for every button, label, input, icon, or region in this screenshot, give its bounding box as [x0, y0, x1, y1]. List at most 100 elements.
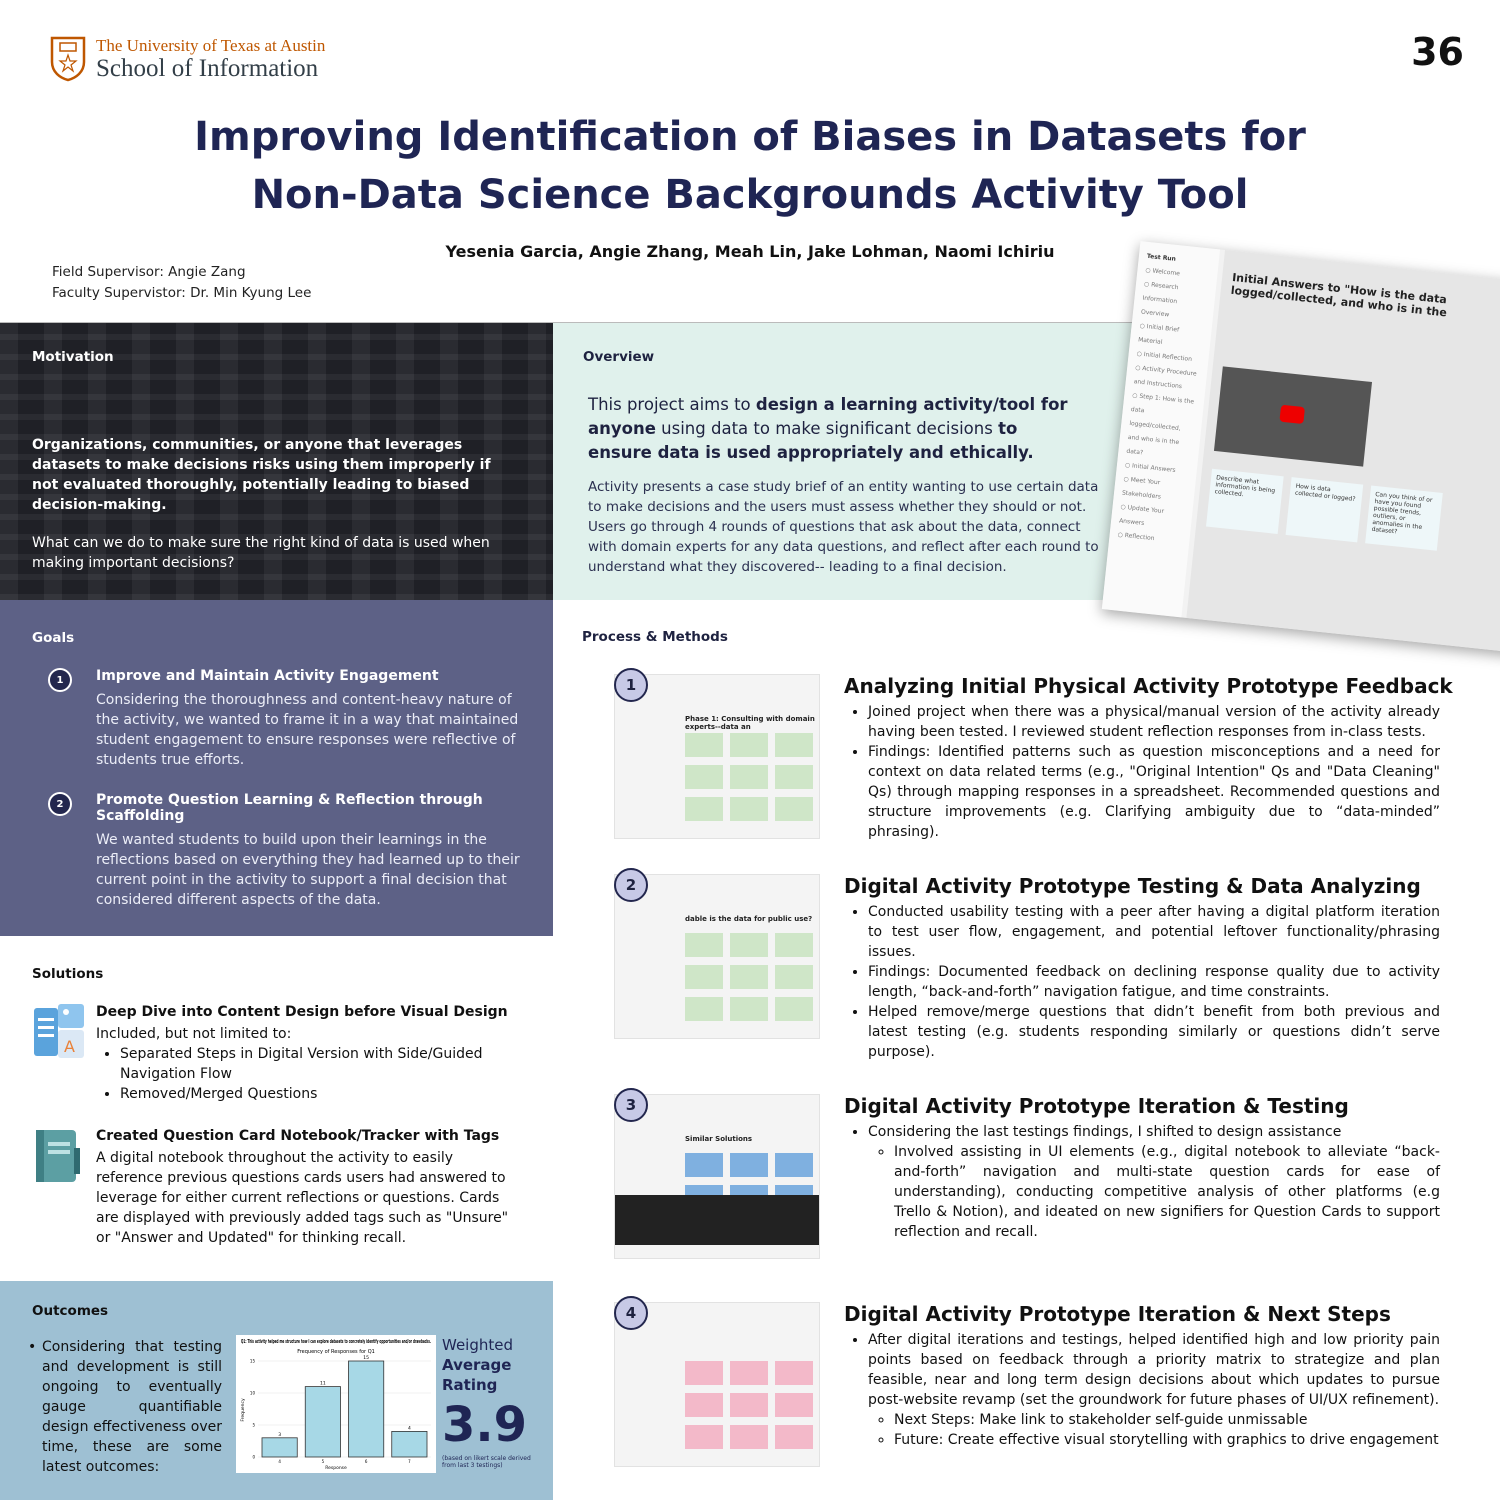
thumbnail-card: [685, 765, 723, 789]
outcomes-text: Considering that testing and development…: [28, 1337, 222, 1477]
thumbnail-card: [775, 965, 813, 989]
bar-value-label: 4: [408, 1425, 411, 1431]
thumbnail-card: [685, 1153, 723, 1177]
activity-screenshot: Test Run ○ Welcome○ Research Information…: [1101, 241, 1500, 653]
step-thumbnail: Phase 1: Consulting with domain experts-…: [614, 674, 820, 839]
weighted-average-rating: Weighted Average Rating 3.9 (based on li…: [442, 1335, 542, 1469]
title-line-1: Improving Identification of Biases in Da…: [194, 114, 1306, 160]
outcomes-section: Outcomes Considering that testing and de…: [0, 1281, 553, 1500]
goal-item: 1 Improve and Maintain Activity Engagemen…: [32, 668, 521, 770]
solution-title: Created Question Card Notebook/Tracker w…: [96, 1128, 500, 1144]
svg-text:A: A: [64, 1037, 75, 1056]
solution-bullet: Removed/Merged Questions: [120, 1084, 521, 1104]
step-number: 2: [614, 868, 648, 902]
step-bullet: Joined project when there was a physical…: [868, 702, 1440, 742]
question-card: Describe what information is being colle…: [1206, 468, 1284, 535]
step-sub-bullet: Next Steps: Make link to stakeholder sel…: [894, 1410, 1440, 1430]
solution-item: Created Question Card Notebook/Tracker w…: [32, 1128, 521, 1248]
y-tick-label: 10: [250, 1391, 256, 1396]
thumbnail-card: [730, 733, 768, 757]
y-tick-label: 5: [252, 1423, 255, 1428]
bar-value-label: 15: [363, 1355, 369, 1361]
data-background-image: [0, 323, 553, 600]
step-thumbnail: [614, 1302, 820, 1467]
step-title: Digital Activity Prototype Iteration & T…: [844, 1094, 1349, 1118]
step-number: 1: [614, 668, 648, 702]
thumbnail-card: [685, 1393, 723, 1417]
step-body: Joined project when there was a physical…: [854, 702, 1440, 842]
ut-seal-icon: [50, 36, 86, 82]
step-body: Conducted usability testing with a peer …: [854, 902, 1440, 1062]
divider: [0, 322, 1500, 323]
x-tick-label: 7: [408, 1459, 411, 1464]
overview-lead: This project aims to design a learning a…: [588, 393, 1078, 465]
step-title: Digital Activity Prototype Iteration & N…: [844, 1302, 1391, 1326]
thumbnail-card: [685, 1425, 723, 1449]
motivation-statement: Organizations, communities, or anyone th…: [32, 437, 491, 513]
thumbnail-card: [685, 733, 723, 757]
step-number: 4: [614, 1296, 648, 1330]
bar-value-label: 11: [320, 1381, 326, 1387]
x-tick-label: 5: [322, 1459, 325, 1464]
video-thumbnail: [1213, 366, 1373, 467]
overview-section: Overview This project aims to design a l…: [553, 323, 1153, 600]
screenshot-main: Initial Answers to "How is the data logg…: [1186, 249, 1500, 653]
question-card: How is data collected or logged?: [1285, 477, 1364, 543]
poster-title: Improving Identification of Biases in Da…: [0, 108, 1500, 224]
faculty-supervisor: Faculty Supervistor: Dr. Min Kyung Lee: [52, 285, 312, 301]
outcomes-heading: Outcomes: [32, 1303, 109, 1319]
q1-bar-chart: Q1: This activity helped me structure ho…: [236, 1335, 436, 1473]
lead-bold: to ensure data is used appropriately and…: [588, 419, 1034, 462]
thumbnail-card: [775, 1361, 813, 1385]
bar-value-label: 3: [278, 1432, 281, 1438]
step-body: After digital iterations and testings, h…: [854, 1330, 1440, 1450]
rating-value: 3.9: [442, 1397, 528, 1453]
thumbnail-title: Similar Solutions: [685, 1135, 753, 1143]
step-bullet: Findings: Identified patterns such as qu…: [868, 742, 1440, 842]
thumbnail-card: [730, 1393, 768, 1417]
thumbnail-card: [730, 965, 768, 989]
step-thumbnail: dable is the data for public use?: [614, 874, 820, 1039]
chart-title: Q1: This activity helped me structure ho…: [241, 1339, 431, 1345]
title-line-2: Non-Data Science Backgrounds Activity To…: [251, 172, 1249, 218]
thumbnail-card: [775, 1393, 813, 1417]
y-tick-label: 15: [250, 1359, 256, 1364]
thumbnail-card: [775, 1153, 813, 1177]
thumbnail-card: [730, 1361, 768, 1385]
goal-desc: Considering the thoroughness and content…: [96, 692, 519, 768]
field-supervisor: Field Supervisor: Angie Zang: [52, 264, 246, 280]
goal-number: 1: [48, 668, 72, 692]
thumbnail-card: [775, 797, 813, 821]
thumbnail-card: [685, 797, 723, 821]
solutions-section: Solutions A Deep Dive into Content Desig…: [0, 936, 553, 1281]
solution-bullet: Separated Steps in Digital Version with …: [120, 1044, 521, 1084]
thumbnail-card: [730, 797, 768, 821]
step-thumbnail: Similar Solutions: [614, 1094, 820, 1259]
lead-text: using data to make significant decisions: [655, 419, 999, 438]
step-bullet: Findings: Documented feedback on declini…: [868, 962, 1440, 1002]
step-body: Considering the last testings findings, …: [854, 1122, 1440, 1242]
goal-title: Promote Question Learning & Reflection t…: [96, 792, 483, 824]
thumbnail-card: [730, 933, 768, 957]
lead-text: This project aims to: [588, 395, 756, 414]
lead-bold: design a learning activity/tool for anyo…: [588, 395, 1068, 438]
screenshot-title: Initial Answers to "How is the data logg…: [1230, 270, 1448, 320]
thumbnail-card: [775, 997, 813, 1021]
overview-body: Activity presents a case study brief of …: [588, 479, 1099, 575]
solution-title: Deep Dive into Content Design before Vis…: [96, 1004, 508, 1020]
university-name: The University of Texas at Austin: [96, 36, 326, 55]
question-card: Can you think of or have you found possi…: [1365, 485, 1443, 551]
goal-title: Improve and Maintain Activity Engagement: [96, 668, 439, 684]
thumbnail-title: Phase 1: Consulting with domain experts-…: [685, 715, 815, 731]
x-tick-label: 6: [365, 1459, 368, 1464]
y-axis-label: Frequency: [240, 1398, 246, 1422]
solution-desc: Included, but not limited to:: [96, 1026, 292, 1042]
chart-subtitle: Frequency of Responses for Q1: [297, 1349, 375, 1355]
motivation-question: What can we do to make sure the right ki…: [32, 535, 490, 571]
authors: Yesenia Garcia, Angie Zhang, Meah Lin, J…: [445, 242, 1055, 261]
screenshot-nav-item: ○ Step 1: How is the data logged/collect…: [1126, 392, 1195, 457]
thumbnail-card: [730, 1425, 768, 1449]
